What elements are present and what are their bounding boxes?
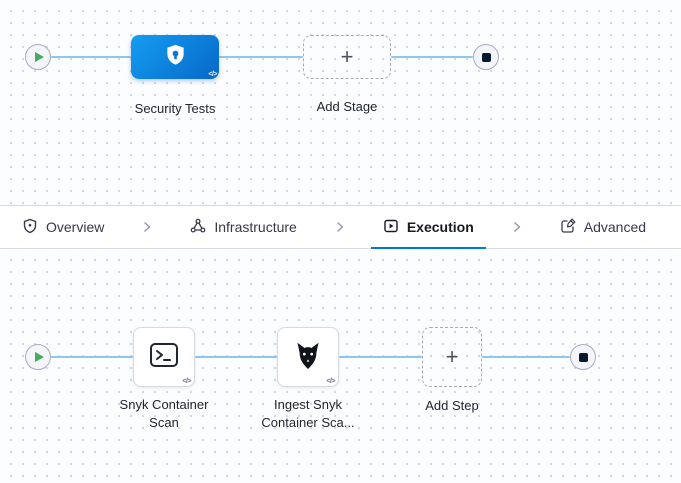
stage-label: Security Tests [134, 101, 216, 116]
chevron-right-icon [140, 220, 154, 234]
tab-label: Execution [406, 219, 474, 235]
step-node-snyk-container-scan[interactable]: </> [133, 327, 195, 387]
tab-label: Overview [46, 219, 105, 235]
tab-label: Advanced [583, 219, 647, 235]
pipeline-end-node [473, 44, 499, 70]
connector-line [391, 56, 473, 58]
step-node-ingest-snyk[interactable]: </> [277, 327, 339, 387]
stop-icon [481, 52, 491, 62]
run-box-icon [383, 218, 399, 237]
chevron-right-icon [510, 220, 524, 234]
terminal-icon [149, 341, 179, 374]
network-icon [190, 218, 206, 237]
stage-canvas: </> Security Tests + Add Stage [0, 0, 681, 205]
chevron-right-icon [333, 220, 347, 234]
tab-execution[interactable]: Execution [370, 206, 486, 249]
play-icon [34, 52, 44, 62]
code-badge: </> [326, 378, 335, 385]
plus-icon: + [445, 344, 459, 369]
tab-label: Infrastructure [214, 219, 297, 235]
stage-node-security-tests[interactable]: </> [131, 35, 219, 79]
edit-box-icon [560, 217, 576, 237]
play-icon [34, 352, 44, 362]
stage-tab-bar: Overview Infrastructure [0, 205, 681, 249]
connector-line [339, 356, 422, 358]
shield-icon [22, 218, 38, 237]
tab-infrastructure[interactable]: Infrastructure [178, 206, 308, 248]
connector-line [219, 56, 303, 58]
code-badge: </> [208, 71, 217, 78]
stop-icon [578, 352, 588, 362]
active-tab-underline [370, 247, 486, 249]
connector-line [195, 356, 277, 358]
steps-end-node [570, 344, 596, 370]
pipeline-start-node [25, 44, 51, 70]
tab-advanced[interactable]: Advanced [548, 206, 658, 248]
snyk-dog-icon [294, 340, 322, 375]
steps-start-node [25, 344, 51, 370]
add-step-button[interactable]: + [422, 327, 482, 387]
code-badge: </> [182, 378, 191, 385]
tab-overview[interactable]: Overview [10, 206, 116, 248]
connector-line [51, 56, 131, 58]
execution-step-canvas: </> Snyk Container Scan </> Ingest Snyk … [0, 249, 681, 483]
plus-icon: + [340, 44, 354, 69]
add-stage-label: Add Stage [316, 99, 378, 114]
step-label: Ingest Snyk Container Sca... [261, 397, 355, 430]
add-stage-button[interactable]: + [303, 35, 391, 79]
step-label: Snyk Container Scan [119, 397, 209, 430]
connector-line [51, 356, 133, 358]
connector-line [482, 356, 570, 358]
shield-check-icon [164, 43, 187, 71]
add-step-label: Add Step [425, 398, 479, 413]
